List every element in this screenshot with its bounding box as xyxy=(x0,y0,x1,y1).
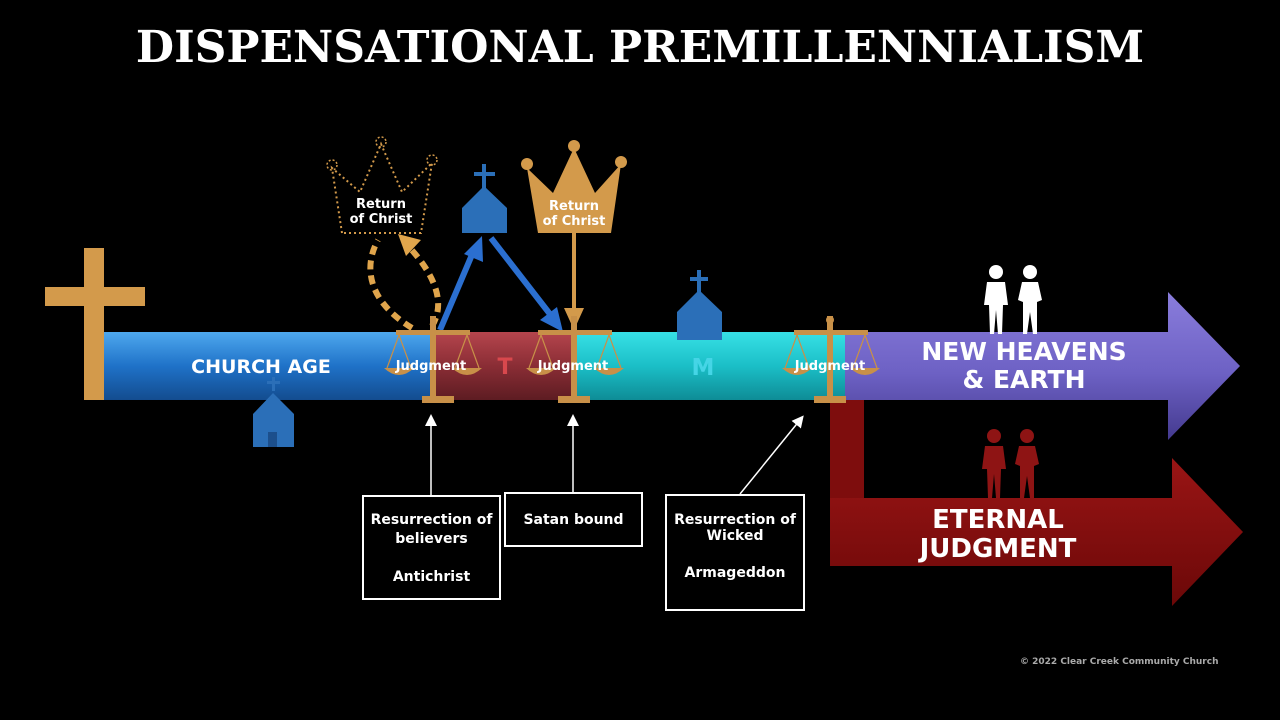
rapture-events-box: Resurrection of believers Antichrist xyxy=(362,495,501,600)
millennium-label: M xyxy=(692,355,715,381)
people-silhouette-icon xyxy=(984,265,1042,334)
scales-icon xyxy=(526,316,624,403)
box-text: Resurrection of xyxy=(674,512,796,528)
new-heavens-label: NEW HEAVENS xyxy=(921,337,1126,366)
tribulation-segment xyxy=(430,332,575,400)
scales-icon xyxy=(782,316,880,403)
box-text: believers xyxy=(395,531,468,547)
box-text: Resurrection of xyxy=(370,512,493,528)
judgment-label: Judgment xyxy=(794,359,866,374)
crown-icon xyxy=(521,140,627,233)
rapture-up-arrow xyxy=(437,248,477,332)
pointer-line xyxy=(739,415,804,495)
rapture-dashed-arrow xyxy=(407,245,442,328)
eternal-judgment-arrow xyxy=(830,400,1243,606)
judgment-label: Judgment xyxy=(537,359,609,374)
rapture-dashed-arrow xyxy=(367,238,414,331)
crown-label: Return xyxy=(356,197,406,212)
new-heavens-label: & EARTH xyxy=(962,365,1085,394)
church-icon xyxy=(253,377,294,447)
arrowhead xyxy=(464,236,483,262)
people-silhouette-icon xyxy=(982,429,1039,498)
crown-label: of Christ xyxy=(350,212,413,227)
scales-icon xyxy=(384,316,482,403)
satan-bound-box: Satan bound xyxy=(504,492,643,547)
page-title: DISPENSATIONAL PREMILLENNIALISM xyxy=(135,22,1145,73)
church-age-label: CHURCH AGE xyxy=(191,356,331,378)
arrowhead xyxy=(540,307,563,332)
eternal-judgment-label: ETERNAL xyxy=(932,505,1064,535)
box-text: Wicked xyxy=(706,528,764,544)
crown-label: Return xyxy=(549,199,599,214)
cross-icon xyxy=(45,248,145,400)
box-text: Satan bound xyxy=(523,512,624,528)
box-text: Antichrist xyxy=(392,569,471,585)
tribulation-label: T xyxy=(497,355,512,380)
church-icon xyxy=(677,270,722,340)
eternal-judgment-label: JUDGMENT xyxy=(918,534,1077,564)
crown-outline-icon xyxy=(326,136,438,234)
judgment-label: Judgment xyxy=(395,359,467,374)
church-icon xyxy=(462,164,507,233)
rapture-down-arrow xyxy=(488,236,556,320)
arrowhead xyxy=(398,234,421,256)
crown-label: of Christ xyxy=(543,214,606,229)
copyright-text: © 2022 Clear Creek Community Church xyxy=(1020,657,1219,667)
box-text: Armageddon xyxy=(684,565,786,581)
church-age-segment xyxy=(100,332,430,400)
new-heavens-arrow xyxy=(845,292,1240,440)
wicked-events-box: Resurrection of Wicked Armageddon xyxy=(665,494,805,611)
